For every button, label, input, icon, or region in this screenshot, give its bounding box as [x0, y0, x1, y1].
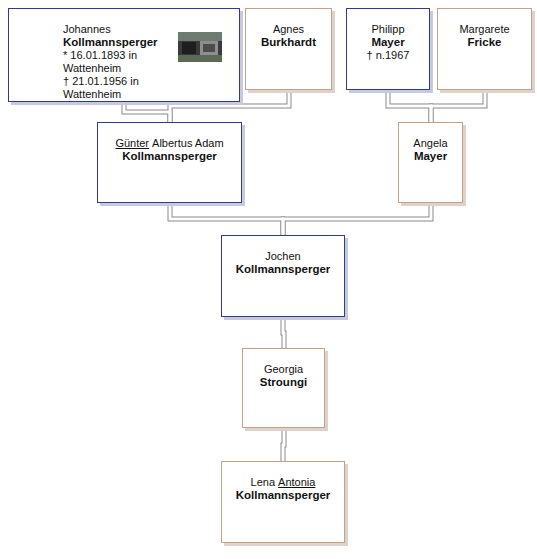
surname: Kollmannsperger [236, 489, 331, 501]
person-detail: Angela [413, 137, 447, 149]
text-line: Stroungi [243, 376, 324, 389]
person-box: AngelaMayer [398, 122, 463, 203]
surname: Kollmannsperger [122, 150, 217, 162]
person-detail: Albertus Adam [152, 137, 224, 149]
portrait-photo [178, 32, 222, 62]
surname: Kollmannsperger [63, 36, 158, 48]
text-line: Kollmannsperger [98, 150, 241, 163]
text-line: Mayer [347, 36, 429, 49]
descent-line-core [283, 428, 284, 461]
text-line: Mayer [399, 150, 462, 163]
surname: Mayer [371, 36, 404, 48]
descent-line [431, 90, 485, 122]
text-line: Jochen [222, 250, 344, 263]
text-line: Georgia [243, 363, 324, 376]
text-line: Angela [399, 137, 462, 150]
text-line: Kollmannsperger [222, 263, 344, 276]
person-detail: † 21.01.1956 in Wattenheim [63, 75, 139, 100]
surname: Mayer [414, 150, 447, 162]
descent-line-core [170, 203, 283, 235]
surname: Kollmannsperger [236, 263, 331, 275]
text-line: Fricke [438, 36, 531, 49]
person-detail: * 16.01.1893 in Wattenheim [63, 49, 137, 74]
person-detail: Johannes [63, 23, 111, 35]
person-box: GünterAlbertus AdamKollmannsperger [97, 122, 242, 203]
text-line: Kollmannsperger [222, 489, 344, 502]
person-detail: Agnes [273, 23, 304, 35]
surname: Fricke [468, 36, 502, 48]
descent-line-core [124, 102, 170, 122]
person-detail: Jochen [265, 250, 300, 262]
descent-line-core [431, 90, 485, 122]
text-line: Margarete [438, 23, 531, 36]
descent-line [388, 90, 431, 122]
text-line: Johannes [63, 23, 177, 36]
person-box: LenaAntoniaKollmannsperger [221, 461, 345, 543]
person-box: AgnesBurkhardt [245, 8, 332, 90]
person-detail: Lena [251, 476, 275, 488]
descent-line-core [388, 90, 431, 122]
surname: Burkhardt [261, 36, 316, 48]
person-detail: Philipp [371, 23, 404, 35]
text-line: LenaAntonia [222, 476, 344, 489]
descent-line [283, 428, 284, 461]
given-name-called: Antonia [278, 476, 315, 488]
person-box: JochenKollmannsperger [221, 235, 345, 317]
descent-line [124, 102, 170, 122]
descent-line [283, 317, 284, 348]
text-line: * 16.01.1893 in Wattenheim [63, 49, 177, 75]
person-box: MargareteFricke [437, 8, 532, 90]
given-name-called: Günter [115, 137, 149, 149]
person-detail: † n.1967 [367, 49, 410, 61]
text-line: Burkhardt [246, 36, 331, 49]
descent-line [170, 203, 283, 235]
person-detail: Margarete [459, 23, 509, 35]
text-line: Agnes [246, 23, 331, 36]
descent-line [283, 203, 431, 235]
person-box: PhilippMayer† n.1967 [346, 8, 430, 90]
text-line: GünterAlbertus Adam [98, 137, 241, 150]
text-line: † n.1967 [347, 49, 429, 62]
descent-line-core [283, 317, 284, 348]
surname: Stroungi [260, 376, 307, 388]
text-line: † 21.01.1956 in Wattenheim [63, 75, 177, 101]
person-detail: Georgia [264, 363, 303, 375]
text-line: Philipp [347, 23, 429, 36]
person-box: GeorgiaStroungi [242, 348, 325, 428]
text-line: Kollmannsperger [63, 36, 177, 49]
descent-line-core [283, 203, 431, 235]
